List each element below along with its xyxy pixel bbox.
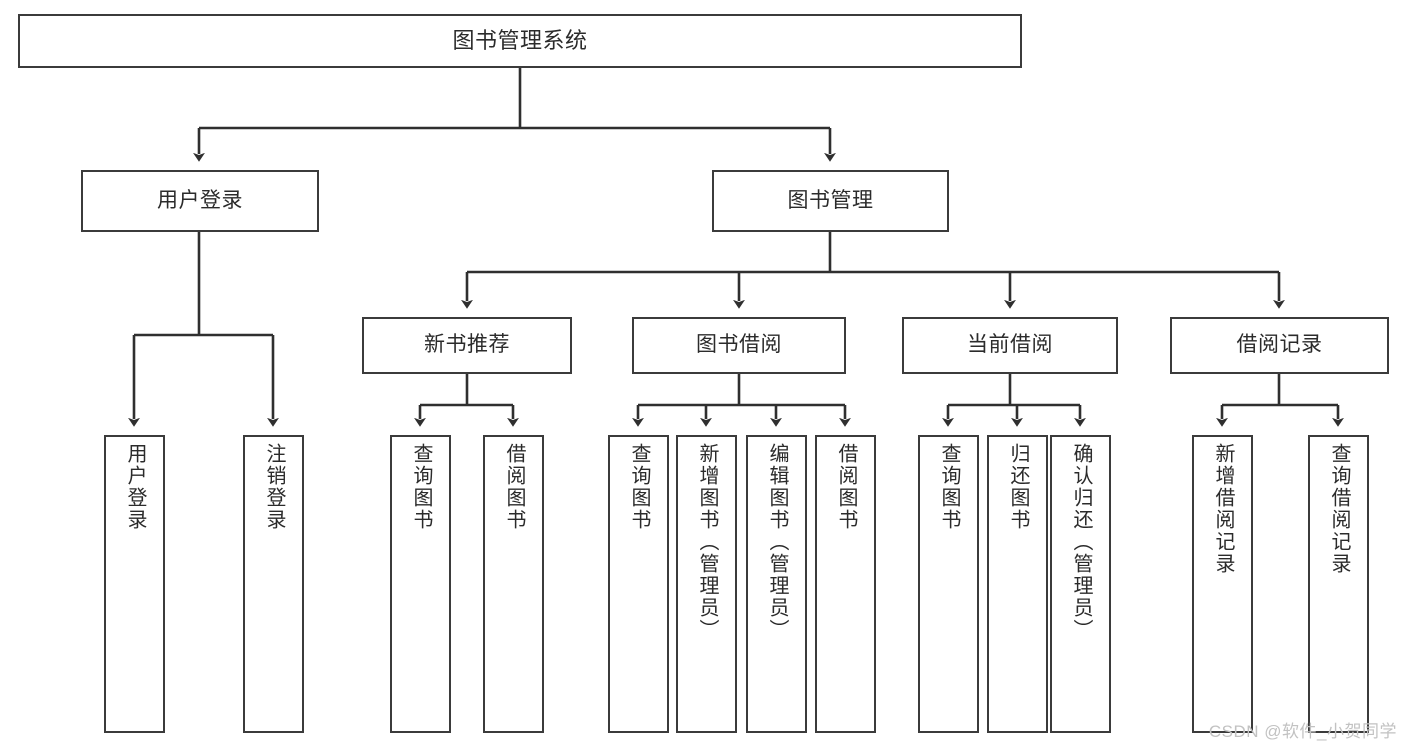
node-leaf-query-book-2[interactable]: 查询图书 (608, 435, 669, 733)
node-leaf-edit-book-label: 编辑图书（管理员） (766, 443, 788, 641)
node-new-book-recommend[interactable]: 新书推荐 (362, 317, 572, 374)
node-leaf-borrow-book-2[interactable]: 借阅图书 (815, 435, 876, 733)
node-leaf-query-book-1-label: 查询图书 (410, 443, 432, 531)
node-leaf-user-login[interactable]: 用户登录 (104, 435, 165, 733)
node-root-label: 图书管理系统 (452, 28, 588, 54)
node-leaf-add-book-label: 新增图书（管理员） (696, 443, 718, 641)
node-leaf-query-book-2-label: 查询图书 (628, 443, 650, 531)
node-user-login-label: 用户登录 (157, 188, 243, 212)
watermark: CSDN @软件_小贺同学 (1208, 722, 1397, 741)
node-current-borrow-label: 当前借阅 (967, 333, 1053, 357)
node-leaf-confirm-return-label: 确认归还（管理员） (1070, 443, 1092, 641)
node-new-book-recommend-label: 新书推荐 (424, 333, 510, 357)
node-leaf-query-book-1[interactable]: 查询图书 (390, 435, 451, 733)
node-leaf-borrow-book-1[interactable]: 借阅图书 (483, 435, 544, 733)
node-root[interactable]: 图书管理系统 (18, 14, 1022, 68)
node-user-login[interactable]: 用户登录 (81, 170, 319, 232)
node-leaf-query-record-label: 查询借阅记录 (1328, 443, 1350, 575)
node-leaf-borrow-book-1-label: 借阅图书 (503, 443, 525, 531)
node-book-borrow[interactable]: 图书借阅 (632, 317, 846, 374)
node-leaf-borrow-book-2-label: 借阅图书 (835, 443, 857, 531)
node-leaf-logout[interactable]: 注销登录 (243, 435, 304, 733)
node-leaf-query-book-3-label: 查询图书 (938, 443, 960, 531)
node-borrow-record-label: 借阅记录 (1236, 333, 1323, 357)
node-book-manage[interactable]: 图书管理 (712, 170, 949, 232)
node-borrow-record[interactable]: 借阅记录 (1170, 317, 1389, 374)
node-current-borrow[interactable]: 当前借阅 (902, 317, 1118, 374)
node-leaf-return-book-label: 归还图书 (1007, 443, 1029, 531)
node-leaf-edit-book[interactable]: 编辑图书（管理员） (746, 435, 807, 733)
node-leaf-query-book-3[interactable]: 查询图书 (918, 435, 979, 733)
node-leaf-confirm-return[interactable]: 确认归还（管理员） (1050, 435, 1111, 733)
node-leaf-user-login-label: 用户登录 (124, 443, 146, 531)
node-book-manage-label: 图书管理 (787, 188, 874, 212)
node-leaf-return-book[interactable]: 归还图书 (987, 435, 1048, 733)
node-leaf-add-record-label: 新增借阅记录 (1212, 443, 1234, 575)
node-leaf-query-record[interactable]: 查询借阅记录 (1308, 435, 1369, 733)
node-book-borrow-label: 图书借阅 (696, 333, 782, 357)
node-leaf-logout-label: 注销登录 (263, 443, 285, 531)
node-leaf-add-record[interactable]: 新增借阅记录 (1192, 435, 1253, 733)
node-leaf-add-book[interactable]: 新增图书（管理员） (676, 435, 737, 733)
